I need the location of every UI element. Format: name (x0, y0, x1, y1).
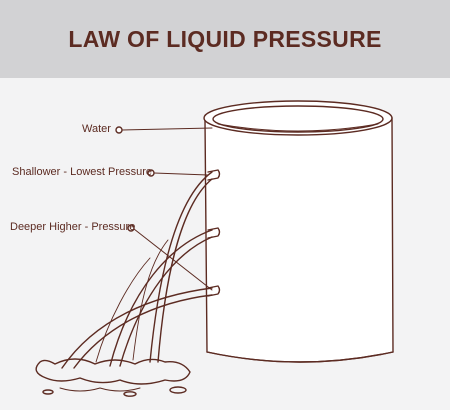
callout-dot-water (115, 126, 123, 134)
water-surface (217, 123, 379, 132)
callout-line-deeper (133, 228, 213, 291)
label-deeper: Deeper Higher - Pressure (10, 221, 136, 233)
container-body (204, 117, 394, 363)
label-shallower: Shallower - Lowest Pressure (12, 166, 153, 178)
spout-bottom (207, 285, 221, 297)
water-drop (42, 389, 54, 395)
spout-top (207, 169, 221, 181)
puddle-splash (59, 387, 141, 392)
label-water: Water (82, 123, 111, 135)
diagram-title: LAW OF LIQUID PRESSURE (68, 25, 382, 52)
callout-line-water (121, 127, 213, 131)
callout-line-shallower (153, 172, 209, 176)
water-drop (169, 386, 187, 394)
stream-detail (95, 257, 151, 363)
stream-top (149, 171, 213, 363)
container-rim-outer (203, 100, 393, 136)
puddle (35, 358, 191, 385)
container-bottom-rim (206, 351, 394, 363)
container-rim-inner (212, 105, 384, 133)
title-banner: LAW OF LIQUID PRESSURE (0, 0, 450, 78)
stream-detail (132, 239, 169, 361)
water-drop (123, 391, 137, 397)
spout-middle (207, 227, 221, 239)
stream-middle (109, 229, 213, 367)
stream-bottom (61, 287, 213, 369)
callout-dot-deeper (127, 224, 135, 232)
